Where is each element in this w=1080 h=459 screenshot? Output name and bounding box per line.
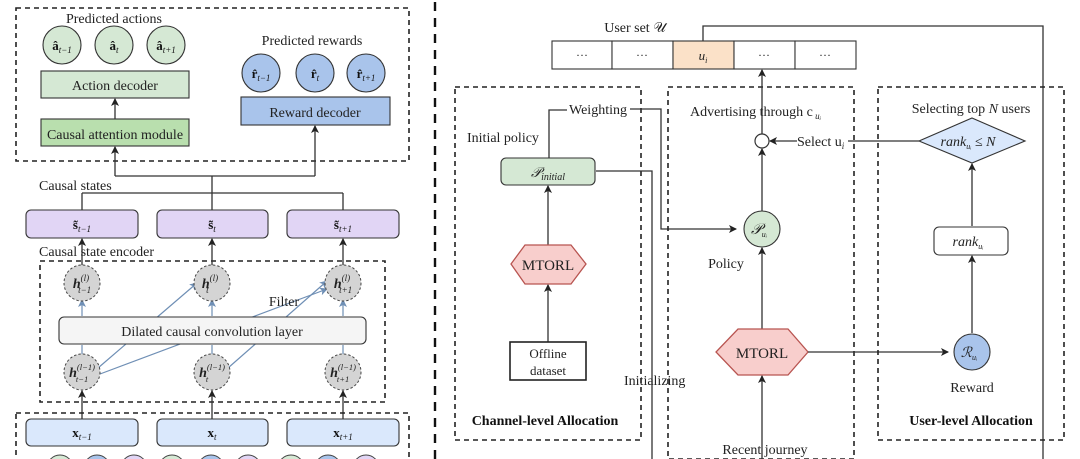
reward-label: r̂t−1 (252, 66, 271, 83)
action-node: ât−1 (42, 25, 82, 65)
decoder-region-box (15, 7, 410, 162)
causal-states-label: Causal states (39, 179, 112, 194)
action-node: ât (94, 25, 134, 65)
predicted-rewards-label: Predicted rewards (262, 34, 363, 49)
advertising-label: Advertising through c uᵢ (690, 105, 822, 121)
action-node: ât+1 (146, 25, 186, 65)
input-box: xt+1 (286, 418, 400, 447)
mtorl-label: MTORL (522, 258, 574, 274)
action-label: ât−1 (52, 38, 72, 55)
conv-layer-label: Dilated causal convolution layer (121, 325, 303, 340)
causal-attention-box (40, 118, 190, 147)
hidden-node-bottom: h(l−1)t (193, 353, 231, 391)
hidden-node-bottom: h(l−1)t−1 (63, 353, 101, 391)
svg-text:···: ··· (819, 48, 831, 62)
state-box: s̃t (156, 209, 269, 239)
policy-node[interactable] (743, 210, 781, 248)
rank-node-label: rankuᵢ (953, 235, 984, 251)
weighting-line (548, 109, 567, 158)
mtorl-node-middle[interactable] (715, 328, 809, 376)
svg-text:h(l−1)t−1: h(l−1)t−1 (69, 362, 95, 384)
rank-condition-label: rankuᵢ ≤ N (941, 135, 997, 151)
svg-text:h(l)t: h(l)t (202, 273, 218, 295)
recent-journey-label: Recent journey (722, 443, 807, 458)
action-decoder-box (40, 70, 190, 99)
user-cell (733, 40, 796, 70)
state-label: s̃t (208, 217, 216, 234)
hidden-node-bottom: h(l−1)t+1 (324, 353, 362, 391)
conv-layer-box (58, 316, 367, 345)
svg-text:h(l−1)t: h(l−1)t (199, 362, 225, 384)
causal-attention-label: Causal attention module (47, 128, 183, 143)
user-cell-highlighted (672, 40, 735, 70)
svg-text:xt−1: xt−1 (72, 425, 92, 442)
mtorl-label: MTORL (736, 346, 788, 362)
state-label: s̃t+1 (334, 217, 352, 234)
hidden-node-top: h(l)t+1 (324, 264, 362, 302)
select-label: Select ui (797, 135, 845, 151)
filter-label: Filter (269, 295, 300, 310)
svg-text:h(l−1)t+1: h(l−1)t+1 (330, 362, 356, 384)
reward-node-user[interactable] (953, 333, 991, 371)
junction-node (754, 133, 770, 149)
user-allocation-box (877, 86, 1065, 441)
state-box: s̃t+1 (286, 209, 400, 239)
user-set-label: User set 𝒰 (604, 21, 668, 36)
svg-text:xt: xt (207, 425, 217, 442)
initializing-label: Initializing (624, 374, 685, 389)
hidden-node-top: h(l)t (193, 264, 231, 302)
user-cell (794, 40, 857, 70)
selecting-label: Selecting top N users (912, 102, 1031, 117)
state-box: s̃t−1 (25, 209, 139, 239)
svg-text:h(l)t−1: h(l)t−1 (73, 273, 91, 295)
weighting-label: Weighting (569, 103, 627, 118)
weighting-arrow (630, 108, 737, 233)
policy-label: Policy (708, 257, 744, 272)
user-cell (611, 40, 674, 70)
encoder-label: Causal state encoder (39, 245, 154, 260)
svg-text:···: ··· (636, 48, 648, 62)
reward-node: r̂t+1 (346, 53, 386, 93)
action-decoder-label: Action decoder (72, 79, 158, 94)
user-set-array: ··· ··· ui ··· ··· (551, 40, 857, 70)
offline-dataset-line2: dataset (530, 363, 566, 378)
token-circles (49, 454, 377, 459)
svg-text:···: ··· (758, 48, 770, 62)
input-box: xt−1 (25, 418, 139, 447)
action-label: ât+1 (156, 38, 176, 55)
user-cell (551, 40, 613, 70)
svg-text:···: ··· (576, 48, 588, 62)
initializing-line (596, 170, 653, 459)
reward-label: Reward (950, 381, 994, 396)
reward-label: r̂t (311, 66, 320, 83)
offline-dataset-line1: Offline (529, 346, 567, 361)
svg-text:ui: ui (699, 48, 708, 65)
reward-node-label: ℛuᵢ (961, 346, 977, 362)
right-panel: User set 𝒰 ··· ··· ui ··· ··· Channel-le… (454, 21, 1065, 459)
hidden-node-top: h(l)t−1 (63, 264, 101, 302)
offline-dataset-box[interactable] (509, 341, 587, 381)
channel-allocation-title: Channel-level Allocation (472, 414, 619, 429)
state-label: s̃t−1 (73, 217, 91, 234)
middle-region-box (667, 86, 855, 459)
svg-text:xt+1: xt+1 (333, 425, 353, 442)
reward-node: r̂t−1 (241, 53, 281, 93)
reward-label: r̂t+1 (357, 66, 376, 83)
predicted-actions-label: Predicted actions (66, 12, 162, 27)
mtorl-node-channel[interactable] (510, 244, 587, 285)
reward-decoder-label: Reward decoder (269, 106, 361, 121)
initial-policy-label: Initial policy (467, 131, 539, 146)
svg-text:h(l)t+1: h(l)t+1 (334, 273, 352, 295)
feedback-line (702, 25, 1044, 459)
user-allocation-title: User-level Allocation (909, 414, 1033, 429)
channel-allocation-box (454, 86, 642, 441)
action-label: ât (109, 38, 119, 55)
left-panel: Predicted actions ât−1 ât ât+1 Action de… (15, 7, 410, 459)
reward-node: r̂t (295, 53, 335, 93)
input-region-box (15, 412, 410, 459)
input-box: xt (156, 418, 269, 447)
